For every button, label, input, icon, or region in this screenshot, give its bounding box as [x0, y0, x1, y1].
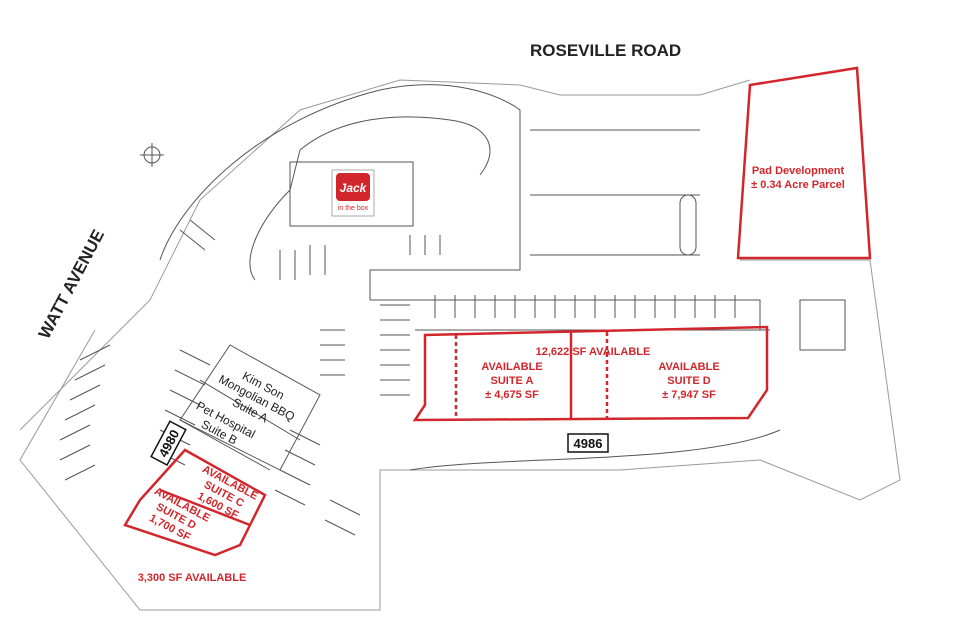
pad-label-2: ± 0.34 Acre Parcel: [751, 179, 845, 191]
address-4986: 4986: [574, 436, 603, 451]
site-linework: [19, 79, 901, 611]
jack-in-the-box-logo: Jack in the box: [331, 169, 375, 217]
road-label-watt: WATT AVENUE: [35, 226, 108, 341]
available-outlines: [123, 66, 872, 557]
building-4986-total: 12,622 SF AVAILABLE: [536, 346, 651, 358]
svg-text:Jack: Jack: [340, 181, 368, 195]
pad-parcel-outline: [736, 66, 872, 260]
pad-label-1: Pad Development: [752, 165, 845, 177]
suite-d-size: ± 7,947 SF: [662, 389, 716, 401]
suite-d-available: AVAILABLE: [658, 361, 719, 373]
road-label-roseville: ROSEVILLE ROAD: [530, 41, 681, 60]
north-arrow-icon: [140, 143, 164, 167]
suite-a-available: AVAILABLE: [481, 361, 542, 373]
building-4980-total: 3,300 SF AVAILABLE: [138, 572, 247, 584]
suite-d-label: SUITE D: [667, 375, 710, 387]
suite-a-label: SUITE A: [491, 375, 534, 387]
svg-text:in the box: in the box: [338, 205, 369, 212]
suite-a-size: ± 4,675 SF: [485, 389, 539, 401]
building-4980-available-outline: [123, 448, 267, 557]
building-4986-outline: [412, 325, 769, 422]
